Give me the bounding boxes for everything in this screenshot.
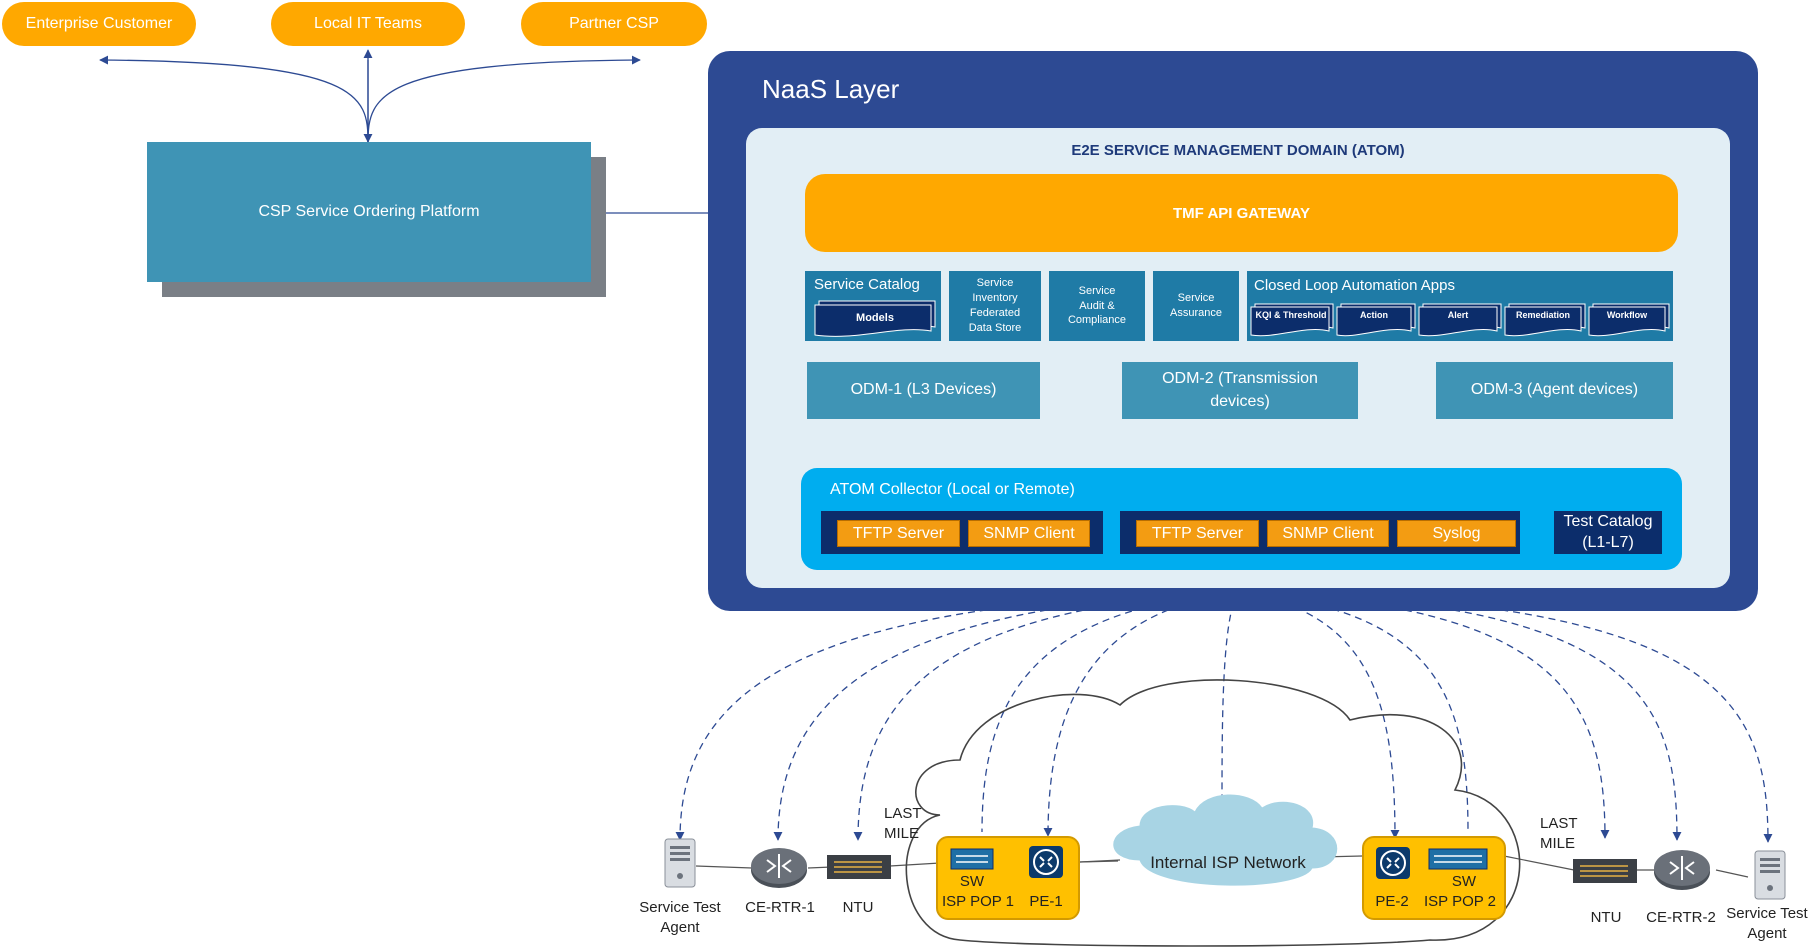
- switch-icon: [1428, 848, 1488, 870]
- service-assurance-line-1: Service: [1177, 292, 1215, 305]
- odm-1[interactable]: ODM-1 (L3 Devices): [807, 362, 1040, 419]
- service-audit-line-3: Compliance: [1067, 314, 1127, 327]
- router-icon: [1654, 850, 1710, 890]
- service-catalog-title: Service Catalog: [814, 276, 920, 293]
- service-inventory-line-3: Federated: [969, 307, 1021, 319]
- atom-collector-title: ATOM Collector (Local or Remote): [830, 481, 1075, 498]
- service-inventory-line-2: Inventory: [972, 292, 1018, 305]
- naas-layer-title: NaaS Layer: [762, 74, 900, 104]
- tftp-server-2-label: TFTP Server: [1151, 524, 1244, 542]
- last-mile-left-line-1: LAST: [884, 805, 922, 822]
- app-kqi-threshold[interactable]: KQI & Threshold: [1255, 310, 1327, 320]
- snmp-client-1[interactable]: SNMP Client: [968, 520, 1090, 547]
- right-agent-line-2: Agent: [1747, 925, 1787, 943]
- snmp-client-2[interactable]: SNMP Client: [1267, 520, 1389, 547]
- sw-right: SW: [1451, 873, 1477, 890]
- ce-rtr-1[interactable]: CE-RTR-1: [745, 899, 815, 916]
- ntu-icon: [1573, 859, 1637, 883]
- closed-loop-apps-title: Closed Loop Automation Apps: [1254, 277, 1455, 294]
- stakeholder-enterprise-label: Enterprise Customer: [25, 15, 173, 32]
- test-catalog-line-1: Test Catalog: [1563, 512, 1653, 530]
- syslog-label: Syslog: [1432, 524, 1481, 542]
- service-inventory-line-1: Service: [976, 277, 1014, 290]
- stakeholder-partner[interactable]: Partner CSP: [521, 2, 707, 46]
- app-alert[interactable]: Alert: [1447, 310, 1469, 320]
- service-catalog[interactable]: Service Catalog Models: [805, 271, 941, 341]
- pe-2[interactable]: PE-2: [1375, 893, 1409, 910]
- router-icon: [751, 848, 807, 888]
- service-assurance[interactable]: Service Assurance: [1153, 271, 1239, 341]
- left-agent-line-2: Agent: [660, 919, 700, 937]
- tftp-server-1-label: TFTP Server: [852, 524, 945, 542]
- service-inventory-line-4: Data Store: [968, 321, 1022, 334]
- last-mile-left-line-2: MILE: [884, 825, 920, 843]
- service-catalog-doc-label: Models: [856, 312, 894, 324]
- closed-loop-doc-icons: [1250, 303, 1670, 337]
- pe-1[interactable]: PE-1: [1029, 893, 1063, 910]
- switch-icon: [950, 848, 994, 870]
- left-agent-line-1: Service Test: [639, 899, 721, 916]
- isp-pop-2-label: ISP POP 2: [1424, 893, 1496, 910]
- last-mile-left: LAST MILE: [884, 804, 940, 845]
- service-inventory[interactable]: Service Inventory Federated Data Store: [949, 271, 1041, 341]
- service-audit-line-2: Audit &: [1079, 299, 1115, 312]
- ntu-right[interactable]: NTU: [1590, 909, 1622, 926]
- right-service-test-agent[interactable]: Service Test Agent: [1716, 904, 1818, 945]
- isp-network-cloud: [905, 679, 1521, 947]
- tmf-api-gateway[interactable]: TMF API GATEWAY: [805, 174, 1678, 252]
- app-workflow[interactable]: Workflow: [1606, 310, 1648, 320]
- server-icon: [664, 838, 696, 888]
- left-service-test-agent[interactable]: Service Test Agent: [620, 898, 740, 939]
- last-mile-right: LAST MILE: [1540, 814, 1596, 855]
- access-links: [695, 855, 1749, 878]
- tftp-server-2[interactable]: TFTP Server: [1136, 520, 1259, 547]
- tmf-api-gateway-label: TMF API GATEWAY: [1173, 204, 1310, 222]
- odm-3[interactable]: ODM-3 (Agent devices): [1436, 362, 1673, 419]
- test-catalog-line-2: (L1-L7): [1582, 533, 1634, 551]
- internal-isp-network-label: Internal ISP Network: [1150, 853, 1306, 872]
- tftp-server-1[interactable]: TFTP Server: [837, 520, 960, 547]
- stakeholder-partner-label: Partner CSP: [569, 15, 659, 32]
- ntu-left[interactable]: NTU: [842, 899, 874, 916]
- service-audit[interactable]: Service Audit & Compliance: [1049, 271, 1145, 341]
- syslog[interactable]: Syslog: [1397, 520, 1516, 547]
- stakeholder-local-it[interactable]: Local IT Teams: [271, 2, 465, 46]
- isp-pop-1-label: ISP POP 1: [942, 893, 1014, 910]
- app-remediation[interactable]: Remediation: [1515, 310, 1570, 320]
- snmp-client-1-label: SNMP Client: [983, 524, 1075, 542]
- odm-2-line-2: devices): [1210, 392, 1270, 410]
- pe-router-icon: [1029, 846, 1063, 878]
- app-action[interactable]: Action: [1360, 310, 1388, 320]
- test-catalog[interactable]: Test Catalog (L1-L7): [1554, 511, 1662, 554]
- internal-isp-cloud: [1113, 794, 1338, 886]
- ce-rtr-2[interactable]: CE-RTR-2: [1646, 909, 1716, 926]
- e2e-domain-title: E2E SERVICE MANAGEMENT DOMAIN (ATOM): [1071, 142, 1405, 159]
- models-doc-icon: [814, 300, 936, 337]
- stakeholder-local-it-label: Local IT Teams: [314, 15, 422, 32]
- odm-3-label: ODM-3 (Agent devices): [1470, 381, 1639, 399]
- odm-2[interactable]: ODM-2 (Transmission devices): [1122, 362, 1358, 419]
- odm-1-label: ODM-1 (L3 Devices): [850, 381, 997, 399]
- sw-left: SW: [959, 873, 985, 890]
- snmp-client-2-label: SNMP Client: [1282, 524, 1374, 542]
- ntu-icon: [827, 855, 891, 879]
- right-agent-line-1: Service Test: [1726, 905, 1808, 922]
- odm-2-line-1: ODM-2 (Transmission: [1162, 370, 1318, 388]
- last-mile-right-line-2: MILE: [1540, 835, 1576, 853]
- service-audit-line-1: Service: [1078, 284, 1116, 297]
- service-assurance-line-2: Assurance: [1170, 307, 1222, 319]
- last-mile-right-line-1: LAST: [1540, 815, 1578, 832]
- server-icon: [1754, 850, 1786, 900]
- csp-platform[interactable]: CSP Service Ordering Platform: [147, 142, 591, 282]
- csp-platform-label: CSP Service Ordering Platform: [258, 203, 480, 220]
- stakeholder-enterprise[interactable]: Enterprise Customer: [2, 2, 196, 46]
- pe-router-icon: [1376, 847, 1410, 879]
- stakeholder-arrows: [99, 49, 641, 143]
